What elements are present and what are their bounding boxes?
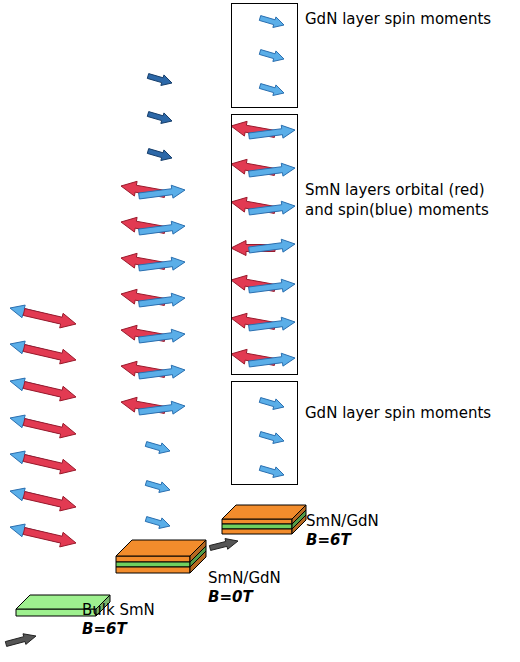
layer-label: GdN layer spin moments xyxy=(305,404,505,424)
orbital-arrow xyxy=(23,345,76,364)
film-layer xyxy=(116,567,190,573)
spin-arrow xyxy=(145,517,170,529)
spin-arrow xyxy=(139,257,185,271)
spin-arrow xyxy=(147,74,172,86)
orbital-arrow xyxy=(23,419,76,438)
orbital-arrow xyxy=(23,455,76,474)
spin-arrow xyxy=(249,239,295,253)
spin-arrow xyxy=(259,466,284,478)
film-layer xyxy=(222,519,292,524)
film-layer-side xyxy=(292,515,306,534)
sample-label: Bulk SmN xyxy=(82,601,155,619)
sample-label: B=6T xyxy=(82,620,127,638)
sample-label: SmN/GdN xyxy=(306,512,379,530)
spin-arrow xyxy=(249,353,295,367)
spin-arrow xyxy=(259,16,284,28)
orbital-arrow xyxy=(23,528,76,547)
spin-arrow xyxy=(249,125,295,139)
spin-arrow xyxy=(147,149,172,161)
spin-arrow xyxy=(145,442,170,454)
film-top xyxy=(222,505,306,519)
sample-label: SmN/GdN xyxy=(208,569,281,587)
spin-arrow xyxy=(249,163,295,177)
spin-arrow xyxy=(139,185,185,199)
spin-arrow xyxy=(145,481,170,493)
spin-arrow xyxy=(147,112,172,124)
film-layer xyxy=(116,556,190,562)
layer-box: SmN layers orbital (red) and spin(blue) … xyxy=(231,114,298,375)
spin-arrow xyxy=(139,293,185,307)
spin-arrow xyxy=(249,279,295,293)
layer-box: GdN layer spin moments xyxy=(231,381,298,485)
film-layer xyxy=(222,529,292,534)
spin-arrow xyxy=(139,401,185,415)
spin-arrow xyxy=(249,317,295,331)
layer-label: GdN layer spin moments xyxy=(305,10,505,30)
orbital-arrow xyxy=(23,492,76,511)
film-layer xyxy=(222,524,292,529)
spin-arrow xyxy=(259,432,284,444)
spin-arrow xyxy=(259,84,284,96)
spin-arrow xyxy=(259,50,284,62)
spin-arrow xyxy=(139,329,185,343)
spin-arrow xyxy=(139,221,185,235)
sample-label: B=0T xyxy=(208,588,253,606)
film-layer xyxy=(116,562,190,567)
orbital-arrow xyxy=(23,309,76,328)
field-arrow xyxy=(209,539,238,551)
field-arrow xyxy=(5,634,36,647)
layer-label: SmN layers orbital (red) and spin(blue) … xyxy=(305,181,505,220)
orbital-arrow xyxy=(23,382,76,401)
spin-arrow xyxy=(139,365,185,379)
layer-box: GdN layer spin moments xyxy=(231,3,298,108)
spin-arrow xyxy=(249,201,295,215)
sample-label: B=6T xyxy=(306,531,351,549)
spin-arrow xyxy=(259,398,284,410)
film-top xyxy=(116,540,206,556)
